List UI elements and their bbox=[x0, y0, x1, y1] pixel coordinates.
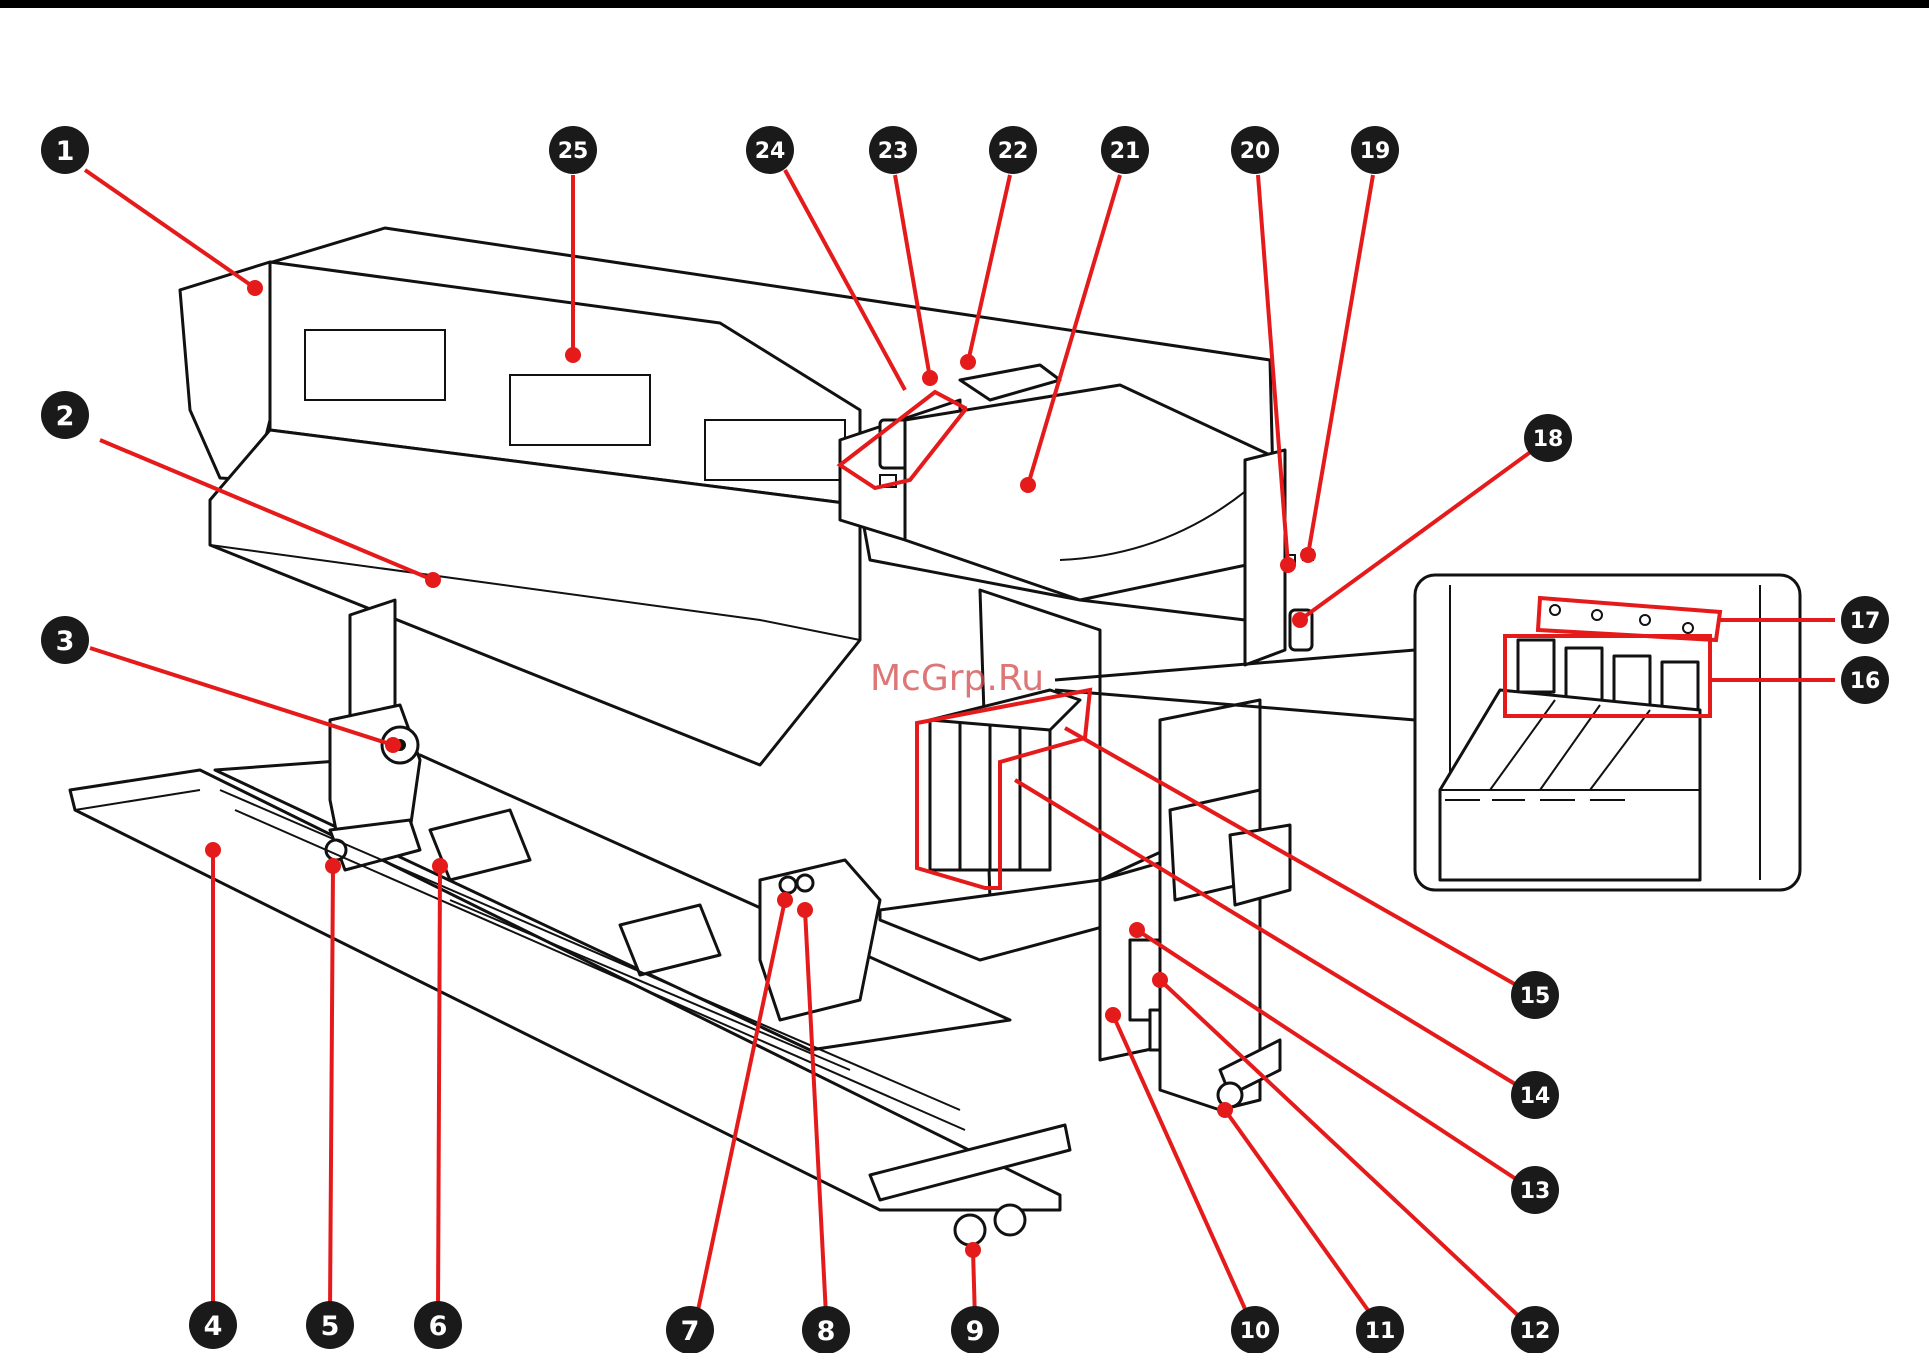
callout-4: 4 bbox=[189, 1301, 237, 1349]
callout-18: 18 bbox=[1524, 414, 1572, 462]
callout-20: 20 bbox=[1231, 126, 1279, 174]
svg-text:17: 17 bbox=[1850, 609, 1881, 634]
svg-text:2: 2 bbox=[56, 401, 75, 432]
callout-7: 7 bbox=[666, 1306, 714, 1353]
callout-5: 5 bbox=[306, 1301, 354, 1349]
callout-10: 10 bbox=[1231, 1306, 1279, 1353]
svg-text:11: 11 bbox=[1365, 1319, 1396, 1344]
callout-2: 2 bbox=[41, 391, 89, 439]
callout-23: 23 bbox=[869, 126, 917, 174]
svg-text:20: 20 bbox=[1240, 139, 1271, 164]
svg-text:13: 13 bbox=[1520, 1179, 1551, 1204]
svg-text:5: 5 bbox=[321, 1311, 340, 1342]
watermark-text: McGrp.Ru bbox=[870, 658, 1044, 699]
svg-text:3: 3 bbox=[56, 626, 75, 657]
ink-bay-inset bbox=[1415, 575, 1800, 890]
callout-8: 8 bbox=[802, 1306, 850, 1353]
svg-text:10: 10 bbox=[1240, 1319, 1271, 1344]
callout-3: 3 bbox=[41, 616, 89, 664]
callout-16: 16 bbox=[1841, 656, 1889, 704]
callout-6: 6 bbox=[414, 1301, 462, 1349]
callout-22: 22 bbox=[989, 126, 1037, 174]
callout-25: 25 bbox=[549, 126, 597, 174]
svg-text:14: 14 bbox=[1520, 1084, 1551, 1109]
svg-text:6: 6 bbox=[429, 1311, 448, 1342]
callout-12: 12 bbox=[1511, 1306, 1559, 1353]
callout-21: 21 bbox=[1101, 126, 1149, 174]
svg-text:4: 4 bbox=[204, 1311, 223, 1342]
callout-15: 15 bbox=[1511, 971, 1559, 1019]
svg-text:15: 15 bbox=[1520, 984, 1551, 1009]
callout-19: 19 bbox=[1351, 126, 1399, 174]
svg-text:25: 25 bbox=[558, 139, 589, 164]
svg-text:9: 9 bbox=[966, 1316, 985, 1347]
callout-13: 13 bbox=[1511, 1166, 1559, 1214]
callout-11: 11 bbox=[1356, 1306, 1404, 1353]
svg-text:7: 7 bbox=[681, 1316, 700, 1347]
svg-text:1: 1 bbox=[56, 136, 75, 167]
svg-text:23: 23 bbox=[878, 139, 909, 164]
callout-24: 24 bbox=[746, 126, 794, 174]
callout-14: 14 bbox=[1511, 1071, 1559, 1119]
svg-text:21: 21 bbox=[1110, 139, 1141, 164]
svg-text:8: 8 bbox=[817, 1316, 836, 1347]
svg-text:19: 19 bbox=[1360, 139, 1391, 164]
callout-9: 9 bbox=[951, 1306, 999, 1353]
callout-1: 1 bbox=[41, 126, 89, 174]
svg-text:12: 12 bbox=[1520, 1319, 1551, 1344]
svg-text:16: 16 bbox=[1850, 669, 1881, 694]
svg-text:18: 18 bbox=[1533, 427, 1564, 452]
callout-17: 17 bbox=[1841, 596, 1889, 644]
svg-text:22: 22 bbox=[998, 139, 1029, 164]
svg-text:24: 24 bbox=[755, 139, 786, 164]
